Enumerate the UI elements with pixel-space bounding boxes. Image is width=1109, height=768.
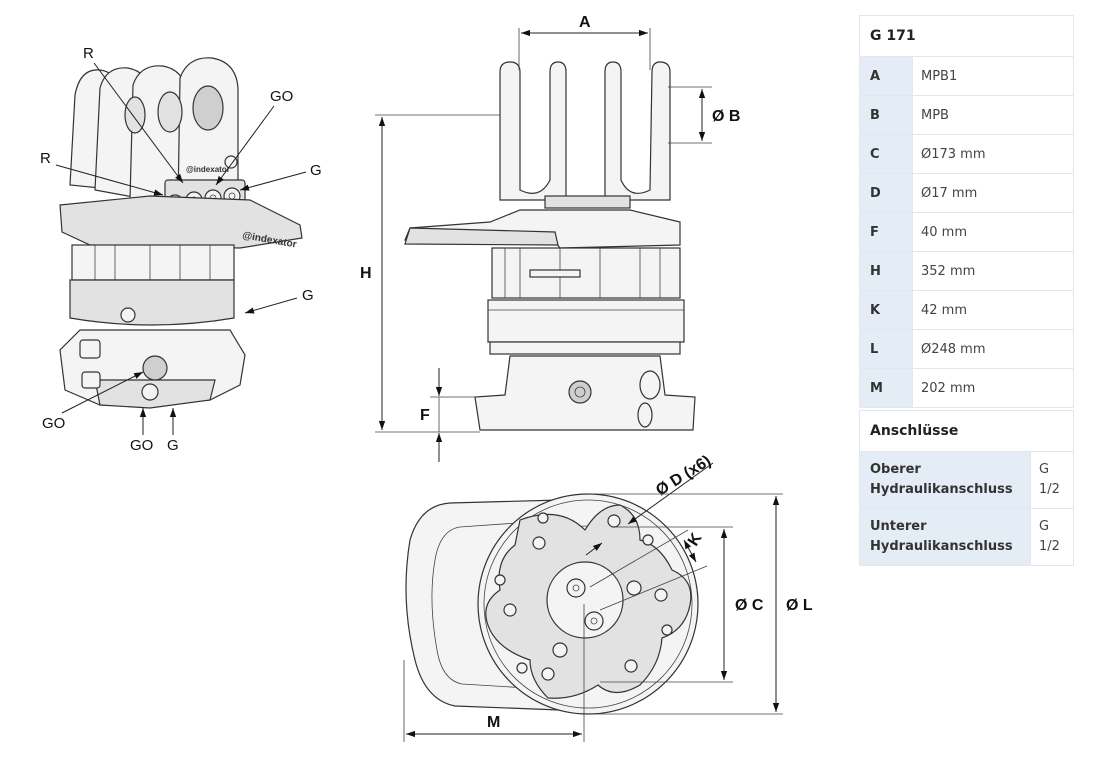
callout-go-left: GO — [42, 415, 65, 432]
spec-key: A — [859, 56, 913, 96]
side-view-dimensions: A Ø B H F — [360, 14, 740, 462]
iso-callouts: R R GO G G GO GO G — [40, 45, 322, 454]
dim-label-l: Ø L — [786, 597, 813, 614]
top-plan-view — [405, 493, 699, 715]
dimension-spec-table: G 171 A MPB1 B MPB C Ø173 mm D Ø17 mm F … — [859, 15, 1074, 408]
spec-key: H — [859, 251, 913, 291]
table-row: H 352 mm — [859, 251, 1074, 291]
spec-table-header-row: G 171 — [859, 15, 1074, 57]
connection-key: Unterer Hydraulikanschluss — [859, 508, 1031, 566]
callout-go-top: GO — [270, 88, 293, 105]
dim-label-f: F — [420, 407, 430, 424]
spec-key: B — [859, 95, 913, 135]
spec-value: Ø17 mm — [912, 173, 1074, 213]
dim-label-b: Ø B — [712, 108, 740, 125]
callout-g-mid: G — [302, 287, 314, 304]
callout-r-left: R — [40, 150, 51, 167]
connections-table-header-row: Anschlüsse — [859, 410, 1074, 452]
dim-label-d: Ø D (x6) — [653, 452, 714, 499]
spec-key: C — [859, 134, 913, 174]
dim-label-c: Ø C — [735, 597, 764, 614]
spec-key: K — [859, 290, 913, 330]
table-row: C Ø173 mm — [859, 134, 1074, 174]
spec-value: MPB — [912, 95, 1074, 135]
spec-table-title: G 171 — [859, 15, 1074, 57]
spec-key: D — [859, 173, 913, 213]
connection-key: Oberer Hydraulikanschluss — [859, 451, 1031, 509]
brand-mark-small: @indexator — [186, 165, 230, 174]
dim-label-m: M — [487, 714, 500, 731]
spec-value: Ø248 mm — [912, 329, 1074, 369]
callout-go-bottom: GO — [130, 437, 153, 454]
table-row: D Ø17 mm — [859, 173, 1074, 213]
spec-value: MPB1 — [912, 56, 1074, 96]
spec-key: L — [859, 329, 913, 369]
table-row: A MPB1 — [859, 56, 1074, 96]
table-row: F 40 mm — [859, 212, 1074, 252]
callout-g-right: G — [310, 162, 322, 179]
table-row: Oberer Hydraulikanschluss G 1/2 — [859, 451, 1074, 509]
table-row: L Ø248 mm — [859, 329, 1074, 369]
table-row: M 202 mm — [859, 368, 1074, 408]
callout-r-top: R — [83, 45, 94, 62]
table-row: B MPB — [859, 95, 1074, 135]
isometric-rotator-view: @indexator @indexator — [59, 57, 303, 409]
spec-key: M — [859, 368, 913, 408]
spec-value: 42 mm — [912, 290, 1074, 330]
technical-drawing: @indexator @indexator R R GO G — [40, 14, 813, 742]
callout-g-bottom: G — [167, 437, 179, 454]
spec-value: 202 mm — [912, 368, 1074, 408]
spec-value: 352 mm — [912, 251, 1074, 291]
connections-table-title: Anschlüsse — [859, 410, 1074, 452]
dim-label-k: K — [685, 530, 706, 549]
connections-table: Anschlüsse Oberer Hydraulikanschluss G 1… — [859, 410, 1074, 566]
spec-key: F — [859, 212, 913, 252]
dim-label-a: A — [579, 14, 591, 31]
table-row: K 42 mm — [859, 290, 1074, 330]
dim-label-h: H — [360, 265, 372, 282]
side-elevation-view — [404, 61, 696, 431]
spec-value: 40 mm — [912, 212, 1074, 252]
spec-value: Ø173 mm — [912, 134, 1074, 174]
table-row: Unterer Hydraulikanschluss G 1/2 — [859, 508, 1074, 566]
connection-value: G 1/2 — [1030, 451, 1074, 509]
connection-value: G 1/2 — [1030, 508, 1074, 566]
